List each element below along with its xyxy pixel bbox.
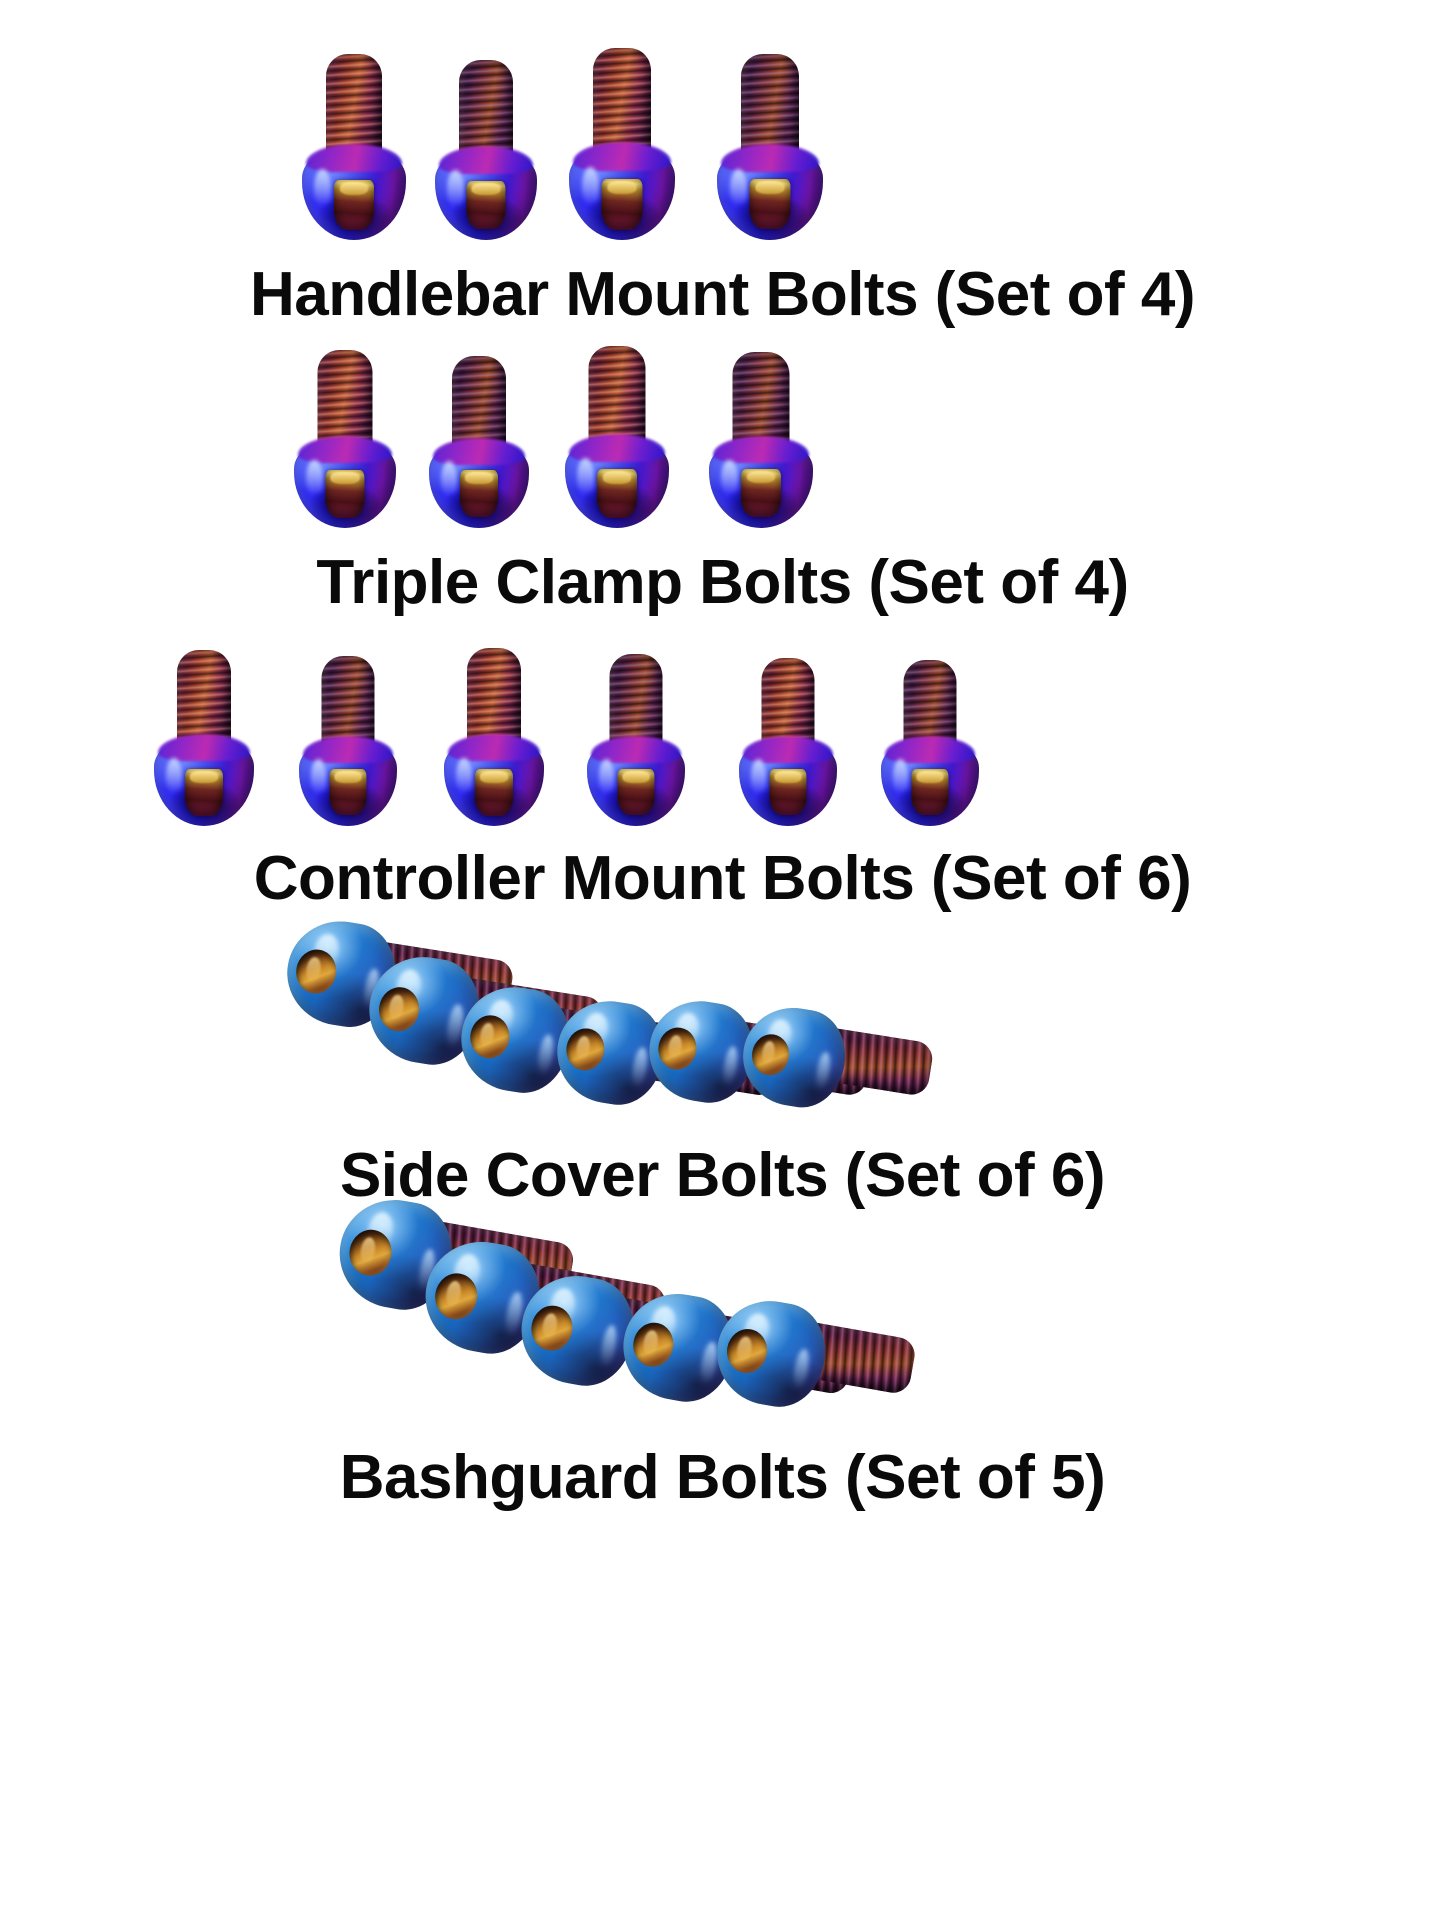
head-highlight [447,170,464,209]
head-highlight-secondary [813,1051,832,1092]
head-highlight [456,757,472,796]
hex-socket [911,769,949,815]
head-highlight-secondary [791,1347,812,1391]
hex-socket [334,180,374,230]
hex-socket [597,469,637,518]
caption-handlebar-mount-bolts: Handlebar Mount Bolts (Set of 4) [250,260,1196,329]
bolt-item [432,60,540,240]
hex-socket [741,469,781,517]
bolt-item [706,352,816,528]
bolt-item [152,650,256,826]
bolt-item [736,658,840,826]
head-highlight-secondary [721,1045,740,1087]
bolt-photo-handlebar-mount [0,42,1445,240]
bolt-item [562,346,672,528]
head-highlight [314,168,332,209]
hex-socket [749,179,791,229]
head-highlight [310,759,327,797]
hex-socket [475,769,513,816]
section-handlebar-mount-bolts: Handlebar Mount Bolts (Set of 4) [0,42,1445,326]
hex-socket [601,179,643,230]
head-highlight [441,461,457,499]
hex-socket [466,181,506,229]
section-controller-mount-bolts: Controller Mount Bolts (Set of 6) [0,640,1445,910]
hex-socket [460,470,498,517]
head-highlight [581,167,599,208]
head-highlight [598,759,615,797]
head-highlight-secondary [535,1033,556,1077]
head-highlight [721,459,739,498]
caption-triple-clamp-bolts: Triple Clamp Bolts (Set of 4) [316,548,1129,617]
head-highlight [750,759,767,797]
bolt-item [714,54,826,240]
section-bashguard-bolts: Bashguard Bolts (Set of 5) [0,1191,1445,1512]
head-highlight [306,459,323,498]
head-highlight [892,759,909,797]
head-highlight-secondary [598,1324,620,1369]
hex-socket [617,769,655,815]
section-side-cover-bolts: Side Cover Bolts (Set of 6) [0,913,1445,1210]
head-highlight [729,168,747,209]
bolt-item [584,654,688,826]
bolt-item [442,648,546,826]
bolt-item [292,350,398,528]
bolt-photo-bashguard [0,1191,1445,1414]
head-highlight [166,757,182,796]
bolt-photo-controller-mount [0,640,1445,826]
bolt-item [878,660,982,826]
hex-socket [329,769,367,815]
caption-controller-mount-bolts: Controller Mount Bolts (Set of 6) [253,844,1192,913]
caption-side-cover-bolts: Side Cover Bolts (Set of 6) [339,1141,1106,1210]
bolt-item [296,656,400,826]
bolt-item [426,356,532,528]
bolt-photo-triple-clamp [0,338,1445,528]
hex-socket [325,470,365,518]
bolt-item [566,48,678,240]
caption-bashguard-bolts: Bashguard Bolts (Set of 5) [339,1443,1106,1512]
head-highlight [577,458,595,497]
bolt-item [300,54,408,240]
hex-socket [185,769,223,816]
bolt-photo-side-cover [0,913,1445,1115]
section-triple-clamp-bolts: Triple Clamp Bolts (Set of 4) [0,338,1445,614]
hex-socket [769,769,807,815]
